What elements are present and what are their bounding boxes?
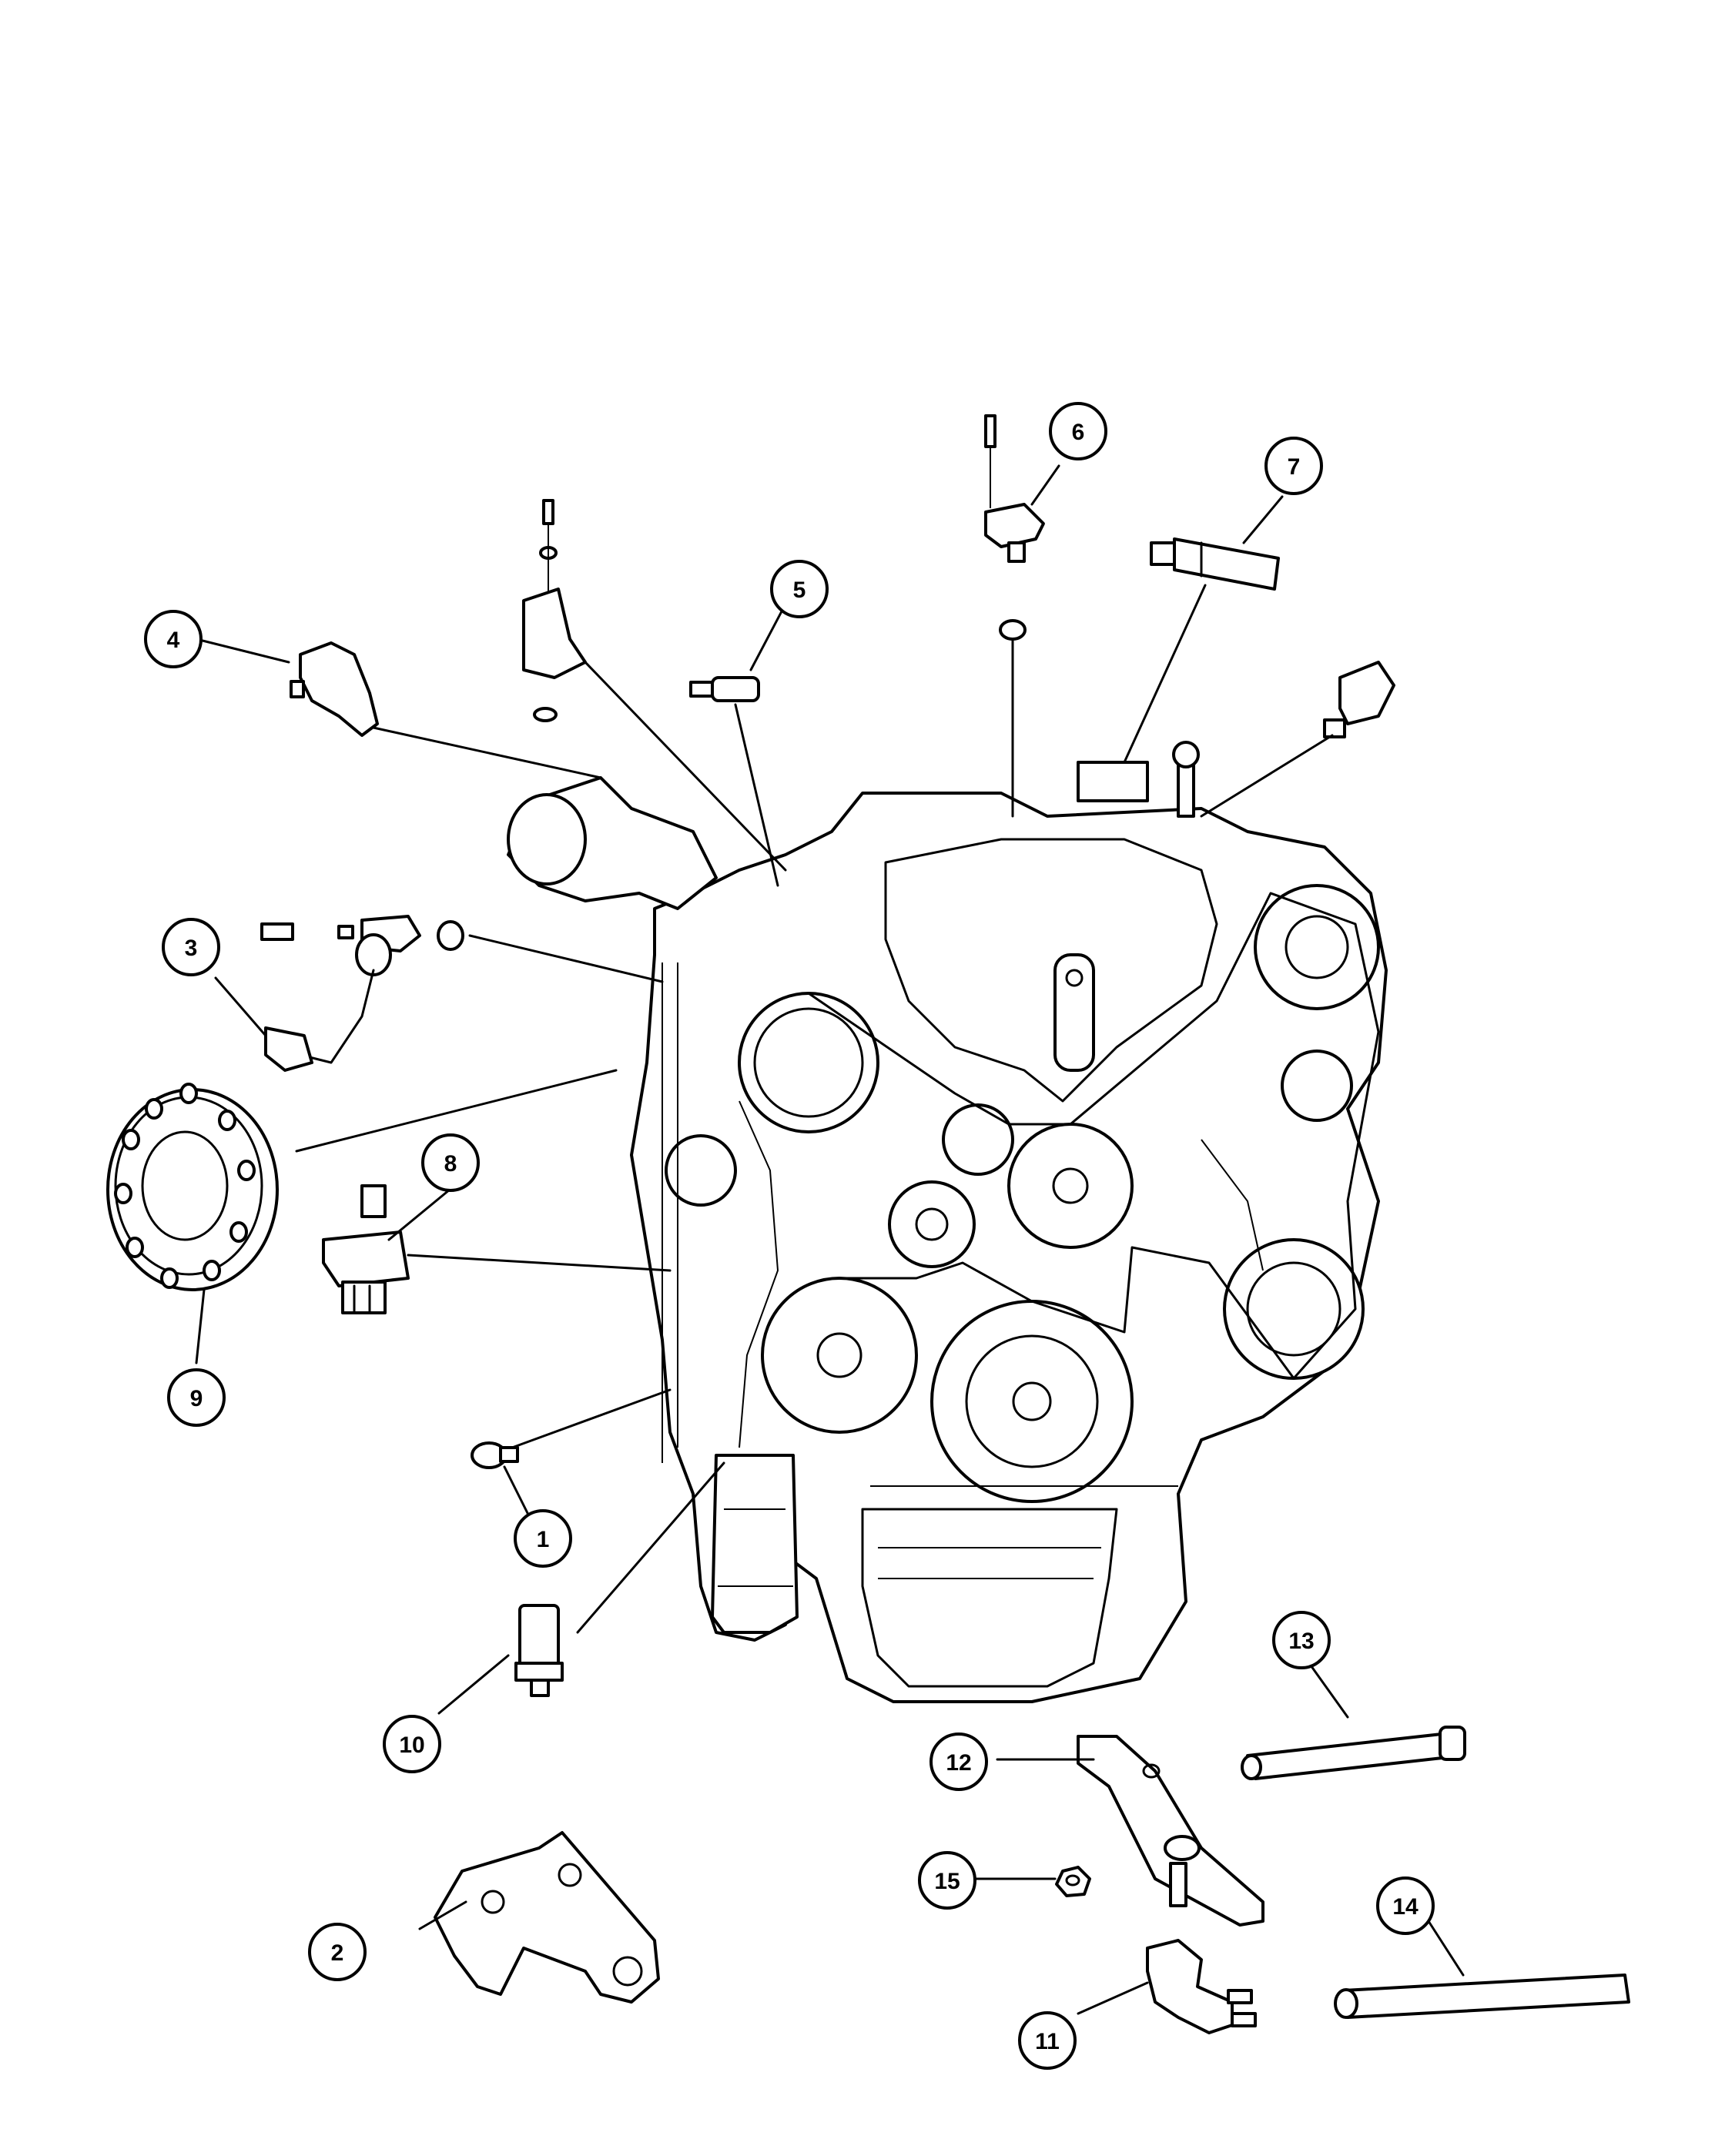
part-4-sensor [290,641,379,737]
callout-label: 4 [167,628,180,653]
sensor-bracket-assembly [522,499,587,722]
callout-label: 6 [1072,420,1085,445]
part-5-sensor [689,676,760,702]
callout-5: 5 [770,560,829,618]
engine-block [507,741,1388,1703]
coolant-sensor [1323,661,1395,738]
part-1-sensor [471,1441,519,1469]
part-13-rod [1241,1726,1466,1780]
part-15-nut [1055,1866,1091,1897]
callout-2: 2 [308,1923,367,1981]
callout-label: 3 [185,936,198,961]
callout-10: 10 [383,1715,441,1773]
callout-1: 1 [514,1509,572,1568]
part-11-sensor [1146,1939,1257,2034]
part-10-switch [514,1604,564,1697]
callout-8: 8 [421,1133,480,1192]
callout-label: 14 [1392,1894,1419,1920]
callout-15: 15 [918,1851,976,1910]
callout-label: 12 [946,1750,971,1776]
callout-label: 10 [399,1732,424,1758]
callout-label: 13 [1288,1629,1314,1654]
callout-4: 4 [144,610,203,668]
callout-11: 11 [1018,2011,1077,2070]
callout-label: 5 [793,578,806,603]
part-2-bracket [434,1831,660,2004]
callout-3: 3 [162,918,220,976]
part-12-bracket [1077,1735,1264,1927]
callout-12: 12 [929,1732,988,1791]
callout-label: 7 [1288,454,1301,480]
callout-label: 1 [537,1527,550,1552]
callout-6: 6 [1049,402,1107,460]
part-14-tube [1334,1974,1630,2019]
part-3-sensor-harness [260,915,464,1072]
callout-label: 9 [190,1386,203,1411]
part-7-sensor [1150,537,1280,591]
callout-label: 11 [1035,2029,1060,2054]
leader-lines [195,464,1465,2015]
part-6-sensor [984,414,1045,641]
callout-7: 7 [1264,437,1323,495]
callout-9: 9 [167,1368,226,1427]
callout-label: 15 [934,1869,960,1894]
part-9-tone-ring [106,1083,279,1291]
callout-14: 14 [1376,1876,1435,1935]
callout-13: 13 [1272,1611,1331,1669]
callout-label: 8 [444,1151,457,1177]
part-8-sensor [322,1184,410,1314]
callout-label: 2 [331,1940,344,1966]
